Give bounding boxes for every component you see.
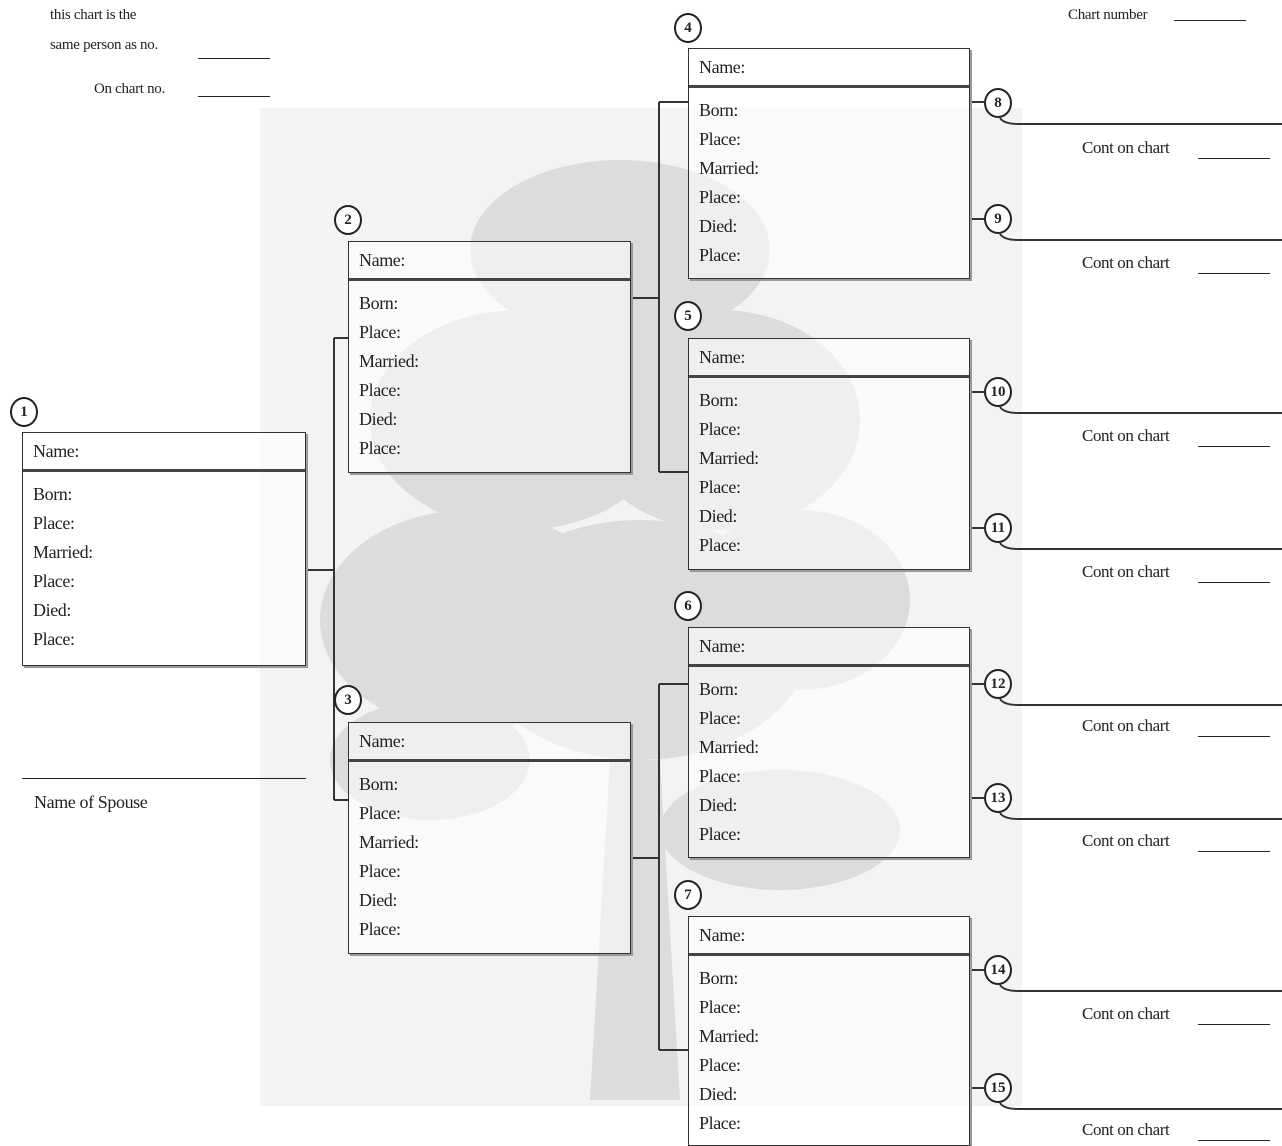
birth-place-field[interactable]: Place: [33, 513, 75, 533]
married-field[interactable]: Married: [359, 351, 419, 371]
married-field[interactable]: Married: [699, 448, 759, 468]
ancestor-number-11: 11 [984, 513, 1012, 543]
person-box-1[interactable]: Name: Born: Place: Married: Place: Died:… [22, 432, 306, 666]
ancestor-number-12: 12 [984, 669, 1012, 699]
name-field[interactable]: Name: [349, 242, 630, 281]
name-field[interactable]: Name: [689, 49, 969, 88]
born-field[interactable]: Born: [699, 390, 739, 410]
married-field[interactable]: Married: [699, 158, 759, 178]
death-place-field[interactable]: Place: [699, 1113, 741, 1133]
chart-number-blank[interactable] [1174, 20, 1246, 21]
cont-on-chart-10: Cont on chart [1082, 426, 1170, 445]
name-field[interactable]: Name: [689, 628, 969, 667]
marriage-place-field[interactable]: Place: [699, 1055, 741, 1075]
same-person-line2: same person as no. [50, 37, 158, 53]
died-field[interactable]: Died: [359, 409, 397, 429]
death-place-field[interactable]: Place: [33, 629, 75, 649]
birth-place-field[interactable]: Place: [359, 803, 401, 823]
same-person-line1: this chart is the [50, 7, 137, 23]
person-box-2[interactable]: Name: Born: Place: Married: Place: Died:… [348, 241, 631, 473]
person-number-1: 1 [10, 397, 38, 427]
cont-chart-blank-13[interactable] [1198, 851, 1270, 852]
death-place-field[interactable]: Place: [699, 245, 741, 265]
name-field[interactable]: Name: [689, 339, 969, 378]
ancestor-number-14: 14 [984, 955, 1012, 985]
marriage-place-field[interactable]: Place: [359, 380, 401, 400]
birth-place-field[interactable]: Place: [699, 708, 741, 728]
on-chart-label: On chart no. [94, 81, 165, 97]
on-chart-blank[interactable] [198, 96, 270, 97]
born-field[interactable]: Born: [33, 484, 73, 504]
married-field[interactable]: Married: [33, 542, 93, 562]
ancestor-number-10: 10 [984, 377, 1012, 407]
ancestor-number-9: 9 [984, 204, 1012, 234]
cont-on-chart-8: Cont on chart [1082, 138, 1170, 157]
person-number-3: 3 [334, 685, 362, 715]
cont-chart-blank-8[interactable] [1198, 158, 1270, 159]
person-box-4[interactable]: Name: Born: Place: Married: Place: Died:… [688, 48, 970, 279]
same-person-blank[interactable] [198, 58, 270, 59]
birth-place-field[interactable]: Place: [699, 129, 741, 149]
cont-on-chart-9: Cont on chart [1082, 253, 1170, 272]
death-place-field[interactable]: Place: [699, 824, 741, 844]
spouse-label: Name of Spouse [34, 792, 148, 812]
cont-chart-blank-15[interactable] [1198, 1140, 1270, 1141]
person-number-6: 6 [674, 591, 702, 621]
person-box-6[interactable]: Name: Born: Place: Married: Place: Died:… [688, 627, 970, 858]
born-field[interactable]: Born: [699, 679, 739, 699]
cont-chart-blank-11[interactable] [1198, 582, 1270, 583]
cont-on-chart-12: Cont on chart [1082, 716, 1170, 735]
died-field[interactable]: Died: [699, 1084, 737, 1104]
died-field[interactable]: Died: [359, 890, 397, 910]
ancestor-number-13: 13 [984, 783, 1012, 813]
death-place-field[interactable]: Place: [359, 919, 401, 939]
birth-place-field[interactable]: Place: [699, 419, 741, 439]
died-field[interactable]: Died: [699, 795, 737, 815]
chart-number-label: Chart number [1068, 7, 1148, 23]
born-field[interactable]: Born: [359, 774, 399, 794]
spouse-name-line[interactable] [22, 778, 306, 779]
person-number-5: 5 [674, 301, 702, 331]
person-box-3[interactable]: Name: Born: Place: Married: Place: Died:… [348, 722, 631, 954]
married-field[interactable]: Married: [699, 737, 759, 757]
cont-chart-blank-14[interactable] [1198, 1024, 1270, 1025]
person-number-2: 2 [334, 205, 362, 235]
birth-place-field[interactable]: Place: [699, 997, 741, 1017]
death-place-field[interactable]: Place: [359, 438, 401, 458]
ancestor-number-15: 15 [984, 1073, 1012, 1103]
died-field[interactable]: Died: [699, 506, 737, 526]
person-box-7[interactable]: Name: Born: Place: Married: Place: Died:… [688, 916, 970, 1146]
cont-chart-blank-9[interactable] [1198, 273, 1270, 274]
death-place-field[interactable]: Place: [699, 535, 741, 555]
name-field[interactable]: Name: [23, 433, 305, 472]
person-number-4: 4 [674, 13, 702, 43]
cont-chart-blank-12[interactable] [1198, 736, 1270, 737]
marriage-place-field[interactable]: Place: [699, 477, 741, 497]
marriage-place-field[interactable]: Place: [699, 766, 741, 786]
married-field[interactable]: Married: [359, 832, 419, 852]
cont-on-chart-14: Cont on chart [1082, 1004, 1170, 1023]
born-field[interactable]: Born: [699, 968, 739, 988]
marriage-place-field[interactable]: Place: [33, 571, 75, 591]
cont-on-chart-13: Cont on chart [1082, 831, 1170, 850]
ancestor-number-8: 8 [984, 88, 1012, 118]
married-field[interactable]: Married: [699, 1026, 759, 1046]
born-field[interactable]: Born: [699, 100, 739, 120]
name-field[interactable]: Name: [689, 917, 969, 956]
cont-chart-blank-10[interactable] [1198, 446, 1270, 447]
born-field[interactable]: Born: [359, 293, 399, 313]
birth-place-field[interactable]: Place: [359, 322, 401, 342]
died-field[interactable]: Died: [699, 216, 737, 236]
cont-on-chart-11: Cont on chart [1082, 562, 1170, 581]
name-field[interactable]: Name: [349, 723, 630, 762]
person-number-7: 7 [674, 880, 702, 910]
cont-on-chart-15: Cont on chart [1082, 1120, 1170, 1139]
marriage-place-field[interactable]: Place: [359, 861, 401, 881]
person-box-5[interactable]: Name: Born: Place: Married: Place: Died:… [688, 338, 970, 570]
marriage-place-field[interactable]: Place: [699, 187, 741, 207]
died-field[interactable]: Died: [33, 600, 71, 620]
